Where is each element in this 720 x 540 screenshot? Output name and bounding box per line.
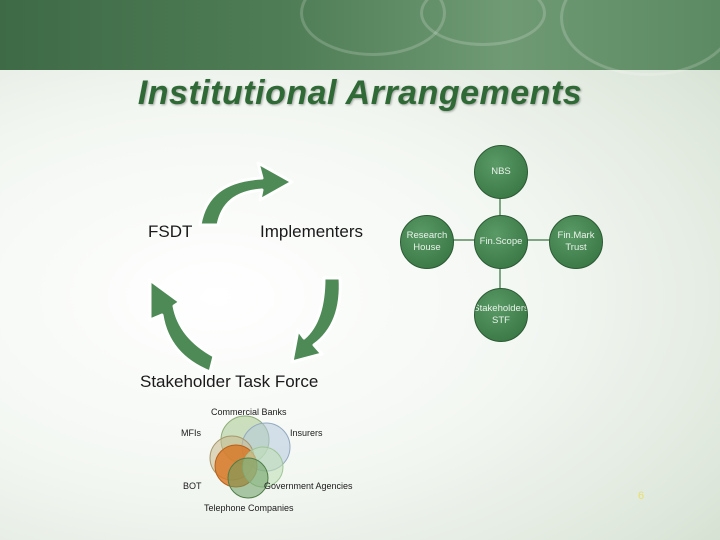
node-nbs-label: NBS xyxy=(491,166,511,177)
venn-label-government-agencies: Government Agencies xyxy=(264,481,353,491)
node-research-house-label: Research House xyxy=(406,230,448,253)
cycle-arrow-left xyxy=(148,278,216,374)
cycle-arrow-right xyxy=(290,276,342,364)
node-research-house: Research House xyxy=(400,215,454,269)
cycle-label-stakeholder-task-force: Stakeholder Task Force xyxy=(140,372,319,391)
node-stakeholders-stf-label: Stakeholders STF xyxy=(474,303,528,326)
cycle-arrow-top xyxy=(198,161,294,227)
node-finscope-label: Fin.Scope xyxy=(479,236,523,247)
venn-label-bot: BOT xyxy=(183,481,202,491)
venn-label-telephone-companies: Telephone Companies xyxy=(204,503,294,513)
page-number: 6 xyxy=(638,490,645,502)
slide-title: Institutional Arrangements xyxy=(137,74,583,112)
venn-label-commercial-banks: Commercial Banks xyxy=(211,407,287,417)
node-finmark-trust: Fin.Mark Trust xyxy=(549,215,603,269)
cycle-label-implementers: Implementers xyxy=(260,222,363,241)
node-finscope-center: Fin.Scope xyxy=(474,215,528,269)
header-banner xyxy=(0,0,720,76)
venn-label-mfis: MFIs xyxy=(181,428,201,438)
node-nbs: NBS xyxy=(474,145,528,199)
node-stakeholders-stf: Stakeholders STF xyxy=(474,288,528,342)
cycle-label-fsdt: FSDT xyxy=(148,222,193,241)
venn-label-insurers: Insurers xyxy=(290,428,323,438)
venn-circle-telephone-companies xyxy=(227,457,269,499)
node-finmark-trust-label: Fin.Mark Trust xyxy=(557,230,595,253)
